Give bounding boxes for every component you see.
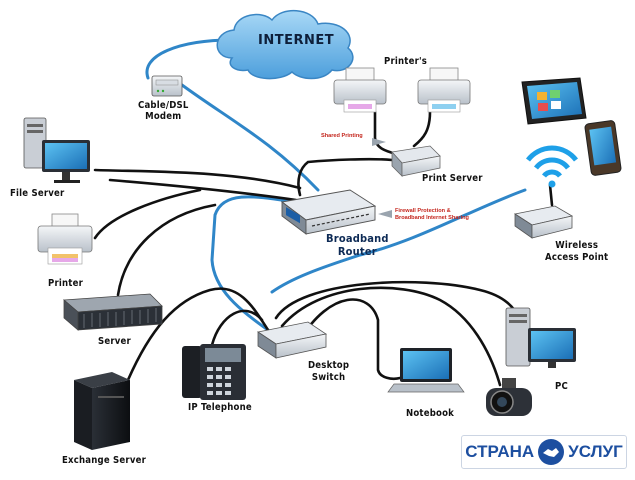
internet-cloud: [216, 9, 354, 80]
router-label-line2: Router: [337, 245, 377, 258]
router-label-line1: Broadband: [326, 232, 389, 245]
cable-fileserver-router: [93, 168, 302, 190]
internet-label: INTERNET: [258, 33, 335, 48]
watermark-left-text: СТРАНА: [465, 442, 535, 461]
wap-label: Wireless Access Point: [545, 240, 608, 264]
smartphone-icon: [584, 120, 622, 176]
print-server-icon: [391, 145, 441, 177]
notebook-label: Notebook: [406, 408, 455, 419]
exchange-server-label: Exchange Server: [62, 455, 147, 466]
ip-telephone-icon: [182, 344, 246, 400]
server-icon: [62, 293, 163, 331]
pc-icon: [505, 307, 576, 368]
print-server-label: Print Server: [422, 173, 483, 184]
firewall-note-line1: Firewall Protection &: [395, 208, 451, 214]
watermark-right-text: УСЛУГ: [568, 442, 623, 461]
modem-label: Cable/DSL Modem: [138, 100, 189, 122]
modem-icon: [151, 75, 183, 97]
cable-router-switch: [210, 195, 320, 332]
wireless-icon: [526, 145, 578, 188]
camera-icon: [486, 378, 532, 416]
printer-icon-3: [37, 213, 93, 265]
pc-label: PC: [555, 381, 568, 392]
firewall-note-line2: Broadband Internet Sharing: [395, 215, 469, 221]
cable-server-router: [116, 203, 217, 297]
printers-label: Printer's: [384, 56, 428, 67]
cable-switch-camera: [280, 286, 502, 387]
router-label: Broadband Router: [326, 232, 389, 258]
switch-label-line1: Desktop: [308, 360, 350, 371]
cable-internet-modem: [145, 38, 234, 80]
cable-printer-router: [93, 188, 202, 240]
cable-antenna: [548, 183, 554, 207]
ip-telephone-label: IP Telephone: [188, 402, 252, 413]
cable-wap-switch: [270, 188, 527, 294]
handshake-icon: [538, 439, 565, 465]
exchange-server-icon: [74, 372, 130, 450]
cable-printer2-ps: [412, 110, 432, 148]
note-arrows: [372, 138, 392, 218]
file-server-label: File Server: [10, 188, 65, 199]
printer-icon-2: [417, 67, 471, 113]
cable-printer1-ps: [373, 110, 402, 157]
cable-phone-switch: [210, 309, 264, 347]
cable-ps-router: [297, 157, 394, 197]
switch-label: Desktop Switch: [308, 360, 349, 384]
switch-label-line2: Switch: [311, 372, 346, 383]
file-server-icon: [23, 117, 90, 183]
wap-label-line1: Wireless: [555, 240, 599, 251]
router-icon: [280, 189, 377, 235]
modem-label-line1: Cable/DSL: [138, 100, 189, 111]
wap-label-line2: Access Point: [545, 252, 609, 263]
tablet-icon: [521, 77, 587, 125]
black-cables: [93, 110, 554, 387]
cable-switch-pc: [274, 280, 522, 322]
firewall-note: Firewall Protection & Broadband Internet…: [395, 208, 469, 222]
watermark-logo: СТРАНА УСЛУГ: [461, 435, 627, 469]
printer-label: Printer: [48, 278, 83, 289]
shared-printing-note: Shared Printing: [321, 133, 363, 139]
cable-switch-notebook: [298, 298, 402, 381]
modem-label-line2: Modem: [145, 111, 182, 122]
cable-exchange-switch: [126, 287, 270, 382]
access-point-icon: [513, 205, 574, 239]
printer-icon-1: [333, 67, 387, 113]
notebook-icon: [387, 348, 465, 393]
switch-icon: [256, 321, 328, 359]
cable-fileserver-router-2: [108, 178, 298, 202]
server-label: Server: [98, 336, 131, 347]
